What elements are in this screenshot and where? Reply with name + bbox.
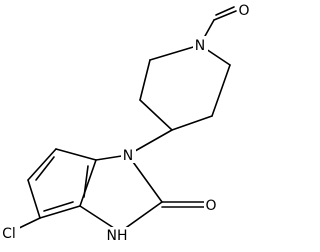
bond-aromatic-inner-2 bbox=[35, 156, 55, 181]
bond-c7a-c7 bbox=[55, 148, 97, 161]
bond-aromatic-inner-3 bbox=[43, 201, 74, 212]
mask-o-formyl bbox=[237, 1, 251, 18]
bond-formyl-c-o-1 bbox=[213, 10, 237, 21]
mask-n-benzimidazole-1 bbox=[121, 146, 136, 163]
bond-c3a-c7a bbox=[79, 159, 97, 207]
bond-formyl-c-o-2 bbox=[215, 6, 235, 16]
molecule-drawing: N O N O NH Cl bbox=[0, 1, 251, 244]
atom-o-formyl: O bbox=[238, 3, 249, 19]
bond-c5-c4 bbox=[39, 205, 81, 219]
bond-c6-c5 bbox=[27, 179, 41, 219]
mask-chlorine bbox=[0, 224, 20, 241]
bond-pip-c5-c6 bbox=[139, 59, 151, 101]
mask-n-piperidine bbox=[193, 36, 208, 53]
atom-n-piperidine: N bbox=[195, 38, 205, 54]
mask-nh-benzimidazole-3 bbox=[103, 227, 133, 244]
bond-pip-c2-c3 bbox=[211, 64, 231, 117]
mask-o-carbonyl bbox=[204, 196, 219, 213]
atom-nh-benzimidazole-3: NH bbox=[107, 228, 128, 244]
bond-aromatic-inner-1 bbox=[83, 165, 89, 198]
bond-pip-c3-c4 bbox=[171, 115, 213, 131]
bond-pip-c4-c5 bbox=[139, 99, 173, 131]
atom-n-benzimidazole-1: N bbox=[123, 148, 133, 164]
atom-o-carbonyl: O bbox=[205, 198, 216, 214]
chemical-structure-figure: N O N O NH Cl bbox=[0, 1, 251, 244]
atom-chlorine: Cl bbox=[2, 226, 16, 242]
bond-pip-c6-n bbox=[149, 44, 201, 61]
bond-c7-c6 bbox=[27, 148, 57, 181]
